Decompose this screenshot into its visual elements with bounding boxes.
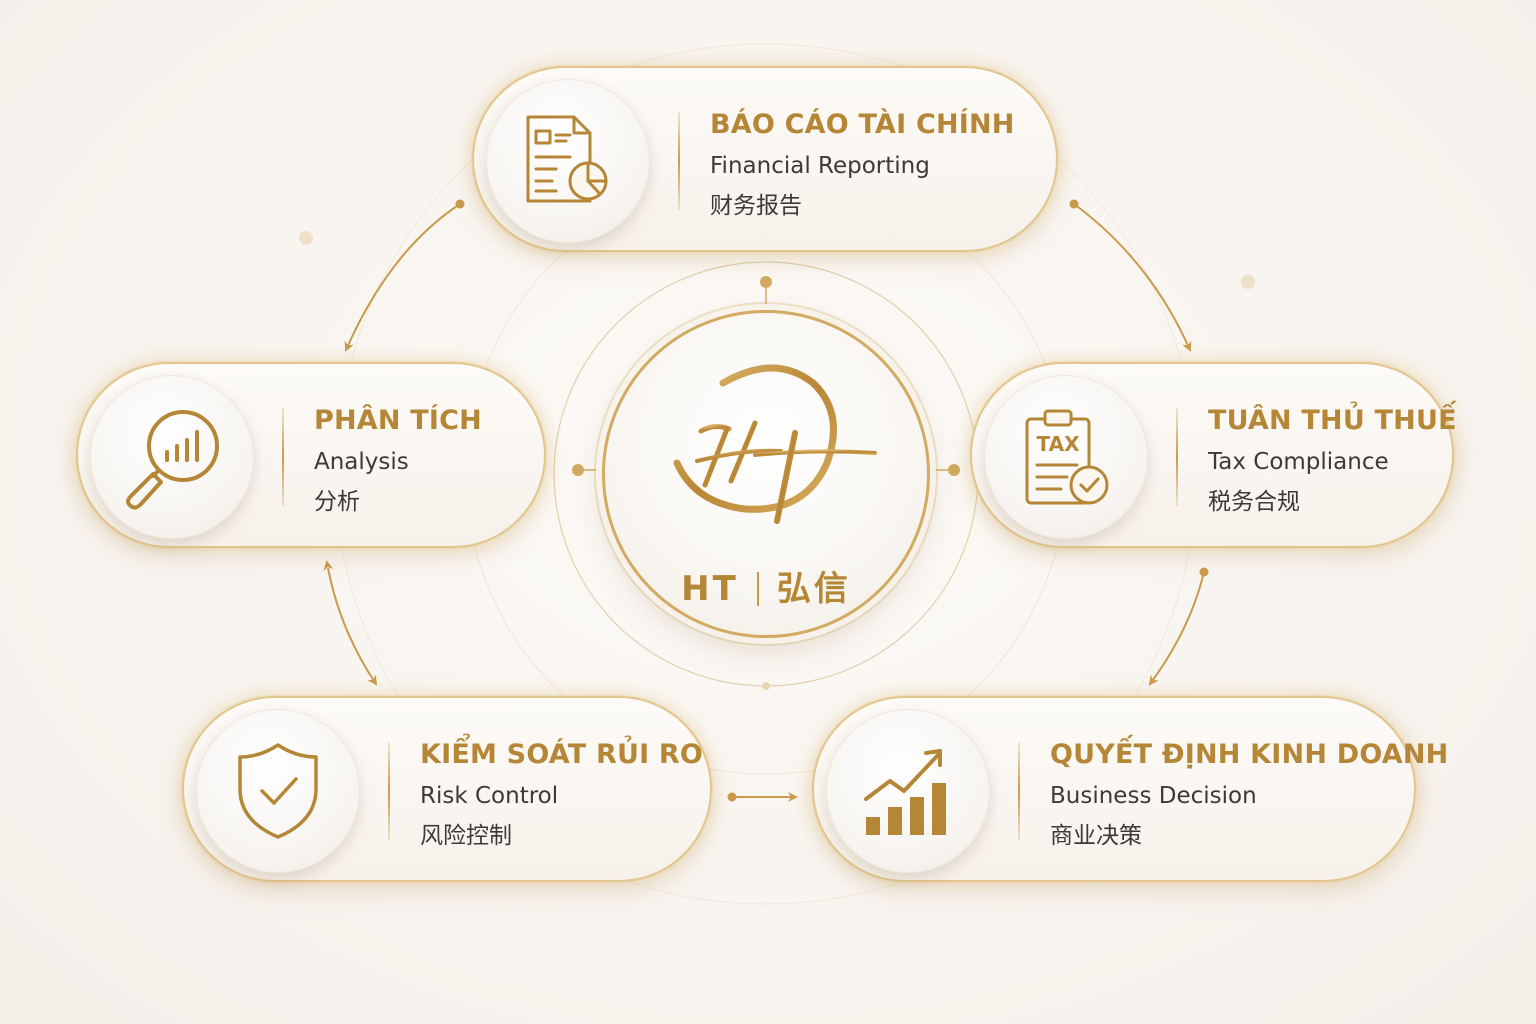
card-title-en: Business Decision <box>1050 783 1257 809</box>
card-title-en: Risk Control <box>420 783 559 809</box>
shield-check-icon <box>238 743 318 839</box>
card-divider <box>1018 742 1020 840</box>
card-title-vi: TUÂN THỦ THUẾ <box>1208 405 1457 436</box>
card-text-financial: BÁO CÁO TÀI CHÍNH Financial Reporting 财务… <box>710 108 1015 220</box>
brand-chinese: 弘信 <box>776 569 851 609</box>
orbit-dot-right <box>948 464 960 476</box>
card-divider <box>282 408 284 506</box>
card-title-zh: 分析 <box>314 489 360 515</box>
card-title-zh: 风险控制 <box>420 823 512 849</box>
growth-bar-chart-icon <box>864 749 946 835</box>
brand-latin: HT <box>681 569 739 609</box>
card-title-zh: 税务合规 <box>1208 489 1300 515</box>
card-title-en: Tax Compliance <box>1208 449 1389 475</box>
flow-arrow-financial-to-tax <box>1073 203 1192 352</box>
decor-dot-right <box>1241 275 1255 289</box>
card-title-zh: 财务报告 <box>710 193 802 219</box>
card-title-en: Analysis <box>314 449 409 475</box>
node-analysis: PHÂN TÍCH Analysis 分析 <box>76 362 546 548</box>
flow-start-dot-financial-analysis <box>455 199 465 209</box>
node-business-decision: QUYẾT ĐỊNH KINH DOANH Business Decision … <box>812 696 1448 882</box>
card-text-analysis: PHÂN TÍCH Analysis 分析 <box>314 404 482 516</box>
brand-separator <box>756 572 759 606</box>
icon-disc-risk <box>196 709 360 873</box>
card-title-vi: BÁO CÁO TÀI CHÍNH <box>710 109 1015 140</box>
orbit-dot-bottom <box>762 682 770 690</box>
flow-arrow-financial-to-analysis <box>344 203 461 352</box>
card-text-risk: KIỂM SOÁT RỦI RO Risk Control 风险控制 <box>420 738 703 850</box>
card-divider <box>388 742 390 840</box>
flow-start-dot-risk-decision <box>727 792 737 802</box>
card-text-tax: TUÂN THỦ THUẾ Tax Compliance 税务合规 <box>1208 404 1457 516</box>
card-title-en: Financial Reporting <box>710 153 930 179</box>
icon-disc-decision <box>826 709 990 873</box>
flow-arrow-tax-to-decision <box>1148 571 1205 686</box>
orbit-dot-top <box>760 276 772 288</box>
card-divider <box>1176 408 1178 506</box>
brand-wordmark: HT 弘信 <box>605 561 927 610</box>
card-title-vi: PHÂN TÍCH <box>314 405 482 436</box>
decor-dot-left <box>299 231 313 245</box>
ht-monogram-logo <box>673 364 877 524</box>
tax-clipboard-check-icon: TAX <box>1025 409 1109 505</box>
card-text-decision: QUYẾT ĐỊNH KINH DOANH Business Decision … <box>1050 738 1448 850</box>
center-logo-disc: HT 弘信 <box>602 310 930 638</box>
icon-disc-financial <box>486 79 650 243</box>
orbit-dot-left <box>572 464 584 476</box>
node-tax-compliance: TAX TUÂN THỦ THUẾ Tax Compliance 税务合规 <box>970 362 1457 548</box>
icon-disc-tax: TAX <box>984 375 1148 539</box>
card-divider <box>678 112 680 210</box>
tax-icon-label: TAX <box>1037 432 1081 456</box>
node-financial-reporting: BÁO CÁO TÀI CHÍNH Financial Reporting 财务… <box>472 66 1058 252</box>
financial-report-document-icon <box>526 115 608 203</box>
flow-arrow-analysis-risk <box>323 560 378 686</box>
card-title-zh: 商业决策 <box>1050 823 1142 849</box>
card-title-vi: QUYẾT ĐỊNH KINH DOANH <box>1050 739 1449 770</box>
flow-start-dot-financial-tax <box>1069 199 1079 209</box>
magnifier-chart-icon <box>126 410 219 510</box>
card-title-vi: KIỂM SOÁT RỦI RO <box>420 739 704 770</box>
flow-start-dot-tax-decision <box>1199 567 1209 577</box>
node-risk-control: KIỂM SOÁT RỦI RO Risk Control 风险控制 <box>182 696 712 882</box>
icon-disc-analysis <box>90 375 254 539</box>
